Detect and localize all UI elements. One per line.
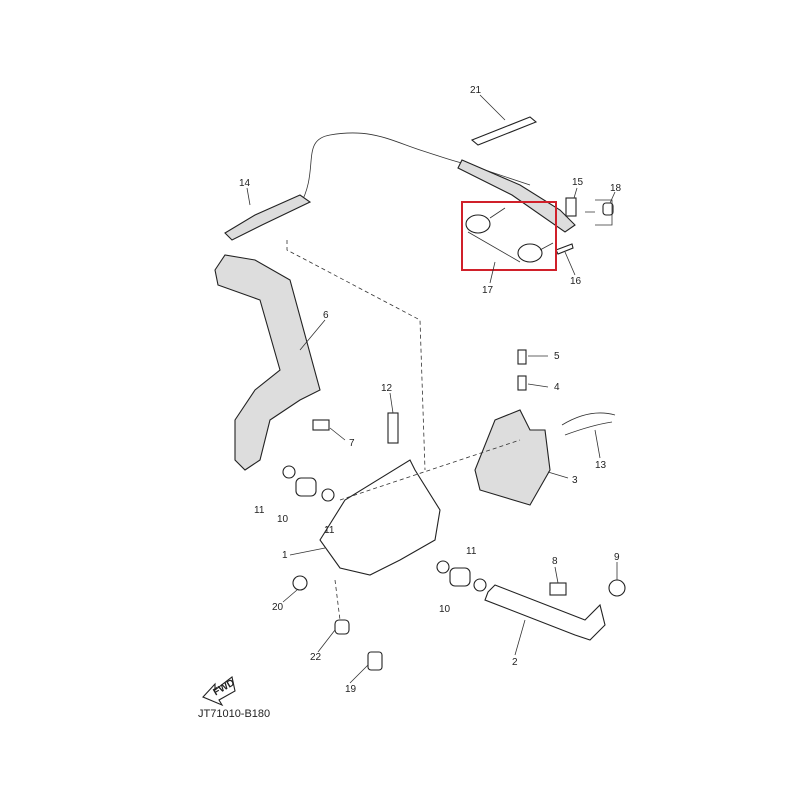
lever-3 [474,409,551,506]
pin-4 [517,375,527,391]
cap-18 [602,202,614,216]
pedal-pad-6 [214,254,321,471]
callout-13: 13 [595,460,607,471]
nut-9 [608,579,626,597]
cable-end-14 [224,194,312,241]
callout-11-b: 11 [324,525,335,536]
highlight-box [461,201,557,271]
spring-17-coil-a [465,214,491,234]
callout-11-c: 11 [466,546,477,557]
spring-13 [561,412,616,436]
cotter-pin-16 [555,243,574,255]
bushing-10-b [449,567,471,587]
callout-1: 1 [282,550,288,561]
callout-14: 14 [239,178,251,189]
callout-19: 19 [345,684,357,695]
callout-20: 20 [272,602,284,613]
callout-15: 15 [572,177,584,188]
callout-11-a: 11 [254,505,265,516]
callout-21: 21 [470,85,482,96]
callout-8: 8 [552,556,558,567]
callout-16: 16 [570,276,582,287]
washer-11-b [321,488,335,502]
callout-6: 6 [323,310,329,321]
leader-lines [246,94,618,684]
cable-tie-21 [470,116,538,146]
callout-3: 3 [572,475,578,486]
callout-5: 5 [554,351,560,362]
callout-4: 4 [554,382,560,393]
spring-17-arm [467,207,554,263]
brake-cable [299,132,531,206]
guide-lines [286,240,521,621]
callouts: 21 14 15 18 17 16 6 5 4 12 7 13 3 11 10 … [239,85,622,695]
callout-17: 17 [482,285,494,296]
bolt-19 [367,651,383,671]
callout-10-a: 10 [277,514,289,525]
bushing-22 [334,619,350,635]
callout-12: 12 [381,383,393,394]
bolt-7 [312,419,330,431]
cable-end-rear [457,159,576,233]
washer-11-a [282,465,296,479]
bracket-1 [319,459,441,576]
spring-17-coil-b [517,243,543,263]
callout-22: 22 [310,652,322,663]
nut-20 [292,575,308,591]
washer-11-d [473,578,487,592]
callout-10-b: 10 [439,604,451,615]
callout-18: 18 [610,183,622,194]
bolt-8 [549,582,567,596]
washer-11-c [436,560,450,574]
bracket-line-18 [585,199,613,226]
pin-15 [565,197,577,217]
forward-arrow: FWD [202,676,237,707]
callout-2: 2 [512,657,518,668]
callout-7: 7 [349,438,355,449]
bolt-12 [387,412,399,444]
callout-9: 9 [614,552,620,563]
bushing-10-a [295,477,317,497]
drawing-code: JT71010-B180 [198,708,270,720]
shaft-2 [484,584,606,641]
pin-5 [517,349,527,365]
